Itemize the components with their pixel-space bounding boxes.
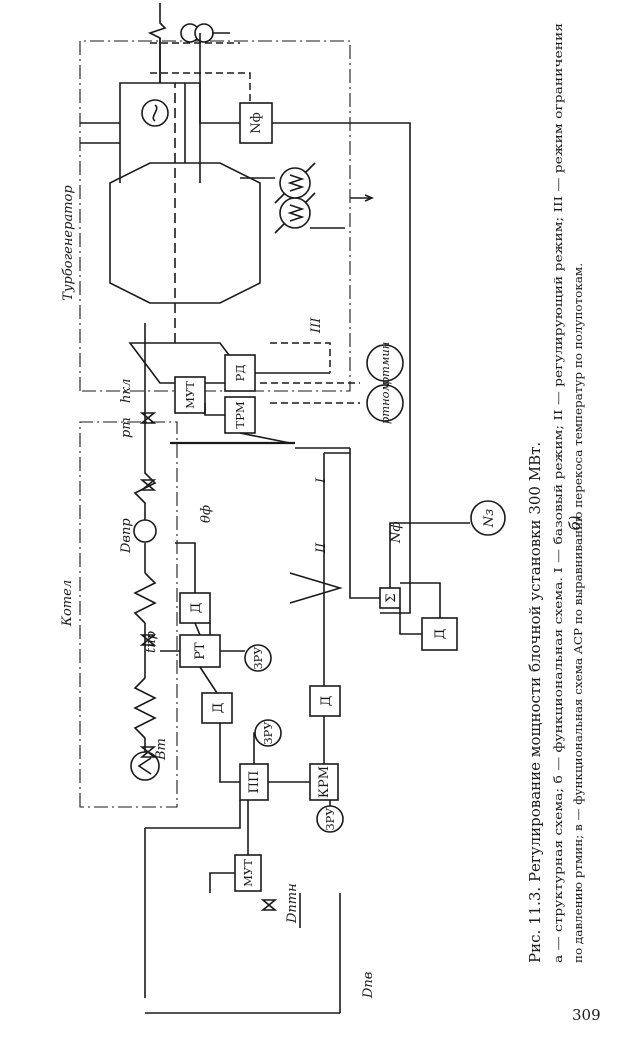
svg-text:II: II (314, 542, 329, 554)
zru-circle-2: ЗРУ (254, 719, 282, 747)
boiler-frame: Котел (60, 421, 178, 808)
turbine-body (80, 82, 261, 384)
drum-symbol (133, 519, 157, 543)
turbogen-title: Турбогенератор (61, 185, 76, 301)
block-pp: ПП (239, 763, 269, 801)
page-number: 309 (572, 1006, 601, 1024)
svg-text:ЗРУ: ЗРУ (261, 721, 275, 745)
block-trm: ТРМ (224, 396, 256, 434)
condensers (240, 162, 375, 234)
svg-text:МУТ: МУТ (241, 859, 255, 887)
block-d2: Д (309, 685, 341, 717)
block-d4: Д (421, 617, 458, 651)
svg-text:РД: РД (233, 364, 247, 381)
svg-text:Д: Д (433, 629, 448, 640)
caption-line-3: по давлению pтмин; в — функциональная сх… (571, 263, 585, 963)
signal-lines (145, 33, 470, 893)
svg-text:I: I (314, 477, 329, 484)
svg-text:Nф: Nф (389, 521, 404, 544)
svg-text:РТ: РТ (193, 642, 208, 660)
svg-text:θф: θф (199, 505, 214, 523)
pt-min-circle: pтмин (366, 342, 404, 385)
svg-text:Dпв: Dпв (361, 972, 376, 999)
svg-text:Д: Д (319, 696, 334, 707)
block-sigma: Σ (379, 587, 401, 609)
block-mut-right: МУТ (174, 376, 206, 414)
svg-text:Σ: Σ (384, 593, 399, 602)
caption: Рис. 11.3. Регулирование мощности блочно… (526, 23, 585, 963)
svg-text:III: III (309, 317, 324, 334)
svg-text:Nз: Nз (482, 509, 497, 528)
zru-circle-1: ЗРУ (316, 805, 344, 833)
svg-text:ТРМ: ТРМ (233, 401, 247, 428)
svg-text:Bт: Bт (154, 738, 169, 761)
svg-text:МУТ: МУТ (183, 381, 197, 409)
block-d1: Д (201, 692, 233, 724)
diagram-labels: Dптн Dпв Bт tпр Dвпр θф pт hкл Nф I II I… (119, 317, 404, 999)
block-d3: Д (179, 592, 211, 624)
svg-text:hкл: hкл (119, 379, 134, 403)
caption-line-2: а — структурная схема; б — функциональна… (551, 23, 565, 963)
mode-dashed-lines (150, 42, 360, 404)
svg-text:Dптн: Dптн (285, 883, 300, 924)
block-krm: КРМ (309, 763, 339, 801)
block-mut-left: МУТ (234, 854, 262, 892)
nz-circle: Nз (470, 500, 506, 536)
block-rt: РТ (179, 634, 221, 668)
svg-text:Д: Д (211, 703, 226, 714)
svg-text:pтмин: pтмин (378, 342, 392, 385)
boiler-title: Котел (60, 580, 75, 627)
svg-text:ЗРУ: ЗРУ (323, 807, 337, 831)
zru-circle-3: ЗРУ (244, 644, 272, 672)
pt-nom-circle: pтном (366, 382, 404, 424)
sub-label: б) (566, 515, 584, 530)
block-nf: Nф (239, 102, 273, 144)
svg-text:pтном: pтном (378, 382, 392, 424)
svg-text:Nф: Nф (249, 112, 264, 134)
caption-line-1: Рис. 11.3. Регулирование мощности блочно… (526, 442, 544, 963)
svg-text:Dвпр: Dвпр (119, 518, 134, 554)
valves (139, 412, 278, 911)
svg-text:КРМ: КРМ (317, 766, 332, 798)
svg-text:Д: Д (189, 603, 204, 614)
main-steam-line (130, 323, 160, 998)
block-rd: РД (224, 354, 256, 392)
svg-text:pт: pт (119, 417, 134, 438)
turbogenerator-frame: Турбогенератор (61, 40, 351, 392)
svg-text:tпр: tпр (144, 630, 159, 653)
svg-text:ЗРУ: ЗРУ (251, 646, 265, 670)
svg-text:ПП: ПП (247, 771, 262, 794)
